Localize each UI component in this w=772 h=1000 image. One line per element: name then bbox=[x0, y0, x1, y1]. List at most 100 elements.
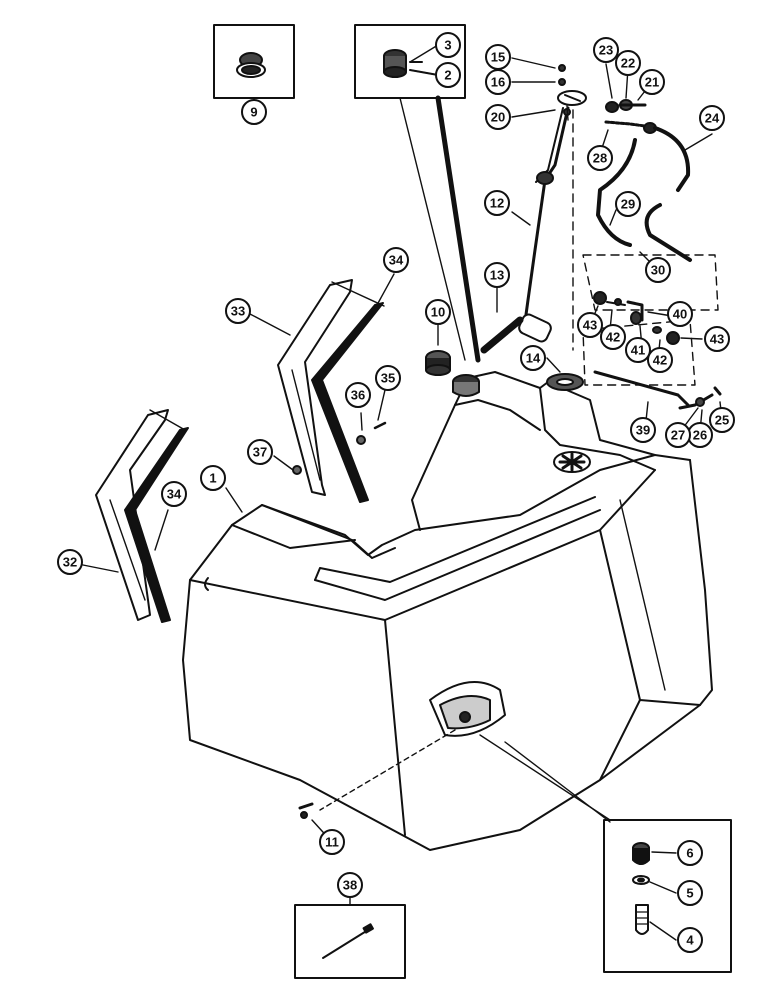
callout-circle bbox=[593, 37, 619, 63]
callout-number: 41 bbox=[631, 343, 645, 358]
callout-number: 29 bbox=[621, 197, 635, 212]
sender-float-arm-icon bbox=[480, 316, 524, 354]
fuel-sender-icon bbox=[518, 90, 587, 343]
callout-number: 25 bbox=[715, 413, 729, 428]
callout-number: 4 bbox=[686, 933, 694, 948]
callout-number: 35 bbox=[381, 371, 395, 386]
callout-number: 15 bbox=[491, 50, 505, 65]
callout-number: 13 bbox=[490, 268, 504, 283]
callout-number: 33 bbox=[231, 304, 245, 319]
callout-2: 2 bbox=[435, 62, 461, 88]
callout-39: 39 bbox=[630, 417, 656, 443]
callout-number: 16 bbox=[491, 75, 505, 90]
callout-5: 5 bbox=[677, 880, 703, 906]
callout-35: 35 bbox=[375, 365, 401, 391]
callout-number: 28 bbox=[593, 151, 607, 166]
callout-circle bbox=[625, 337, 651, 363]
callout-number: 14 bbox=[526, 351, 541, 366]
sender-gasket-icon bbox=[546, 373, 584, 391]
fuel-cap-icon bbox=[452, 374, 480, 397]
callout-number: 42 bbox=[653, 353, 667, 368]
callout-32: 32 bbox=[57, 549, 83, 575]
callout-number: 34 bbox=[167, 487, 182, 502]
cable-tie-icon bbox=[322, 923, 374, 959]
callout-38: 38 bbox=[337, 872, 363, 898]
inset-box-items-2-3 bbox=[354, 24, 466, 99]
callout-circle bbox=[647, 347, 673, 373]
callout-number: 36 bbox=[351, 388, 365, 403]
callout-42: 42 bbox=[647, 347, 673, 373]
callout-circle bbox=[484, 262, 510, 288]
callout-34: 34 bbox=[383, 247, 409, 273]
small-hardware-15-16-icon bbox=[558, 64, 566, 86]
callout-24: 24 bbox=[699, 105, 725, 131]
callout-36: 36 bbox=[345, 382, 371, 408]
callout-23: 23 bbox=[593, 37, 619, 63]
callout-circle bbox=[667, 301, 693, 327]
callout-circle bbox=[665, 422, 691, 448]
callout-circle bbox=[383, 247, 409, 273]
callout-circle bbox=[345, 382, 371, 408]
cap-gasket-icon bbox=[236, 52, 266, 78]
callout-circle bbox=[639, 69, 665, 95]
callout-6: 6 bbox=[677, 840, 703, 866]
callout-circle bbox=[484, 190, 510, 216]
callout-3: 3 bbox=[435, 32, 461, 58]
callout-circle bbox=[709, 407, 735, 433]
callout-29: 29 bbox=[615, 191, 641, 217]
callout-circle bbox=[57, 549, 83, 575]
callout-circle bbox=[520, 345, 546, 371]
callout-43: 43 bbox=[704, 326, 730, 352]
callout-circle bbox=[577, 312, 603, 338]
callout-circle bbox=[699, 105, 725, 131]
callout-circle bbox=[425, 299, 451, 325]
callout-circle bbox=[704, 326, 730, 352]
callout-13: 13 bbox=[484, 262, 510, 288]
callout-number: 5 bbox=[686, 886, 693, 901]
callout-group: 1234569101112131415162021222324252627282… bbox=[57, 32, 735, 953]
callout-circle bbox=[630, 417, 656, 443]
callout-27: 27 bbox=[665, 422, 691, 448]
callout-circle bbox=[435, 62, 461, 88]
callout-circle bbox=[247, 439, 273, 465]
callout-circle bbox=[600, 324, 626, 350]
callout-22: 22 bbox=[615, 50, 641, 76]
callout-number: 26 bbox=[693, 428, 707, 443]
callout-number: 10 bbox=[431, 305, 445, 320]
callout-number: 43 bbox=[583, 318, 597, 333]
callout-circle bbox=[375, 365, 401, 391]
callout-circle bbox=[615, 50, 641, 76]
callout-30: 30 bbox=[645, 257, 671, 283]
callout-number: 34 bbox=[389, 253, 404, 268]
callout-number: 11 bbox=[325, 835, 339, 850]
callout-circle bbox=[645, 257, 671, 283]
callout-number: 42 bbox=[606, 330, 620, 345]
callout-number: 6 bbox=[686, 846, 693, 861]
inset-box-item-38 bbox=[294, 904, 406, 979]
callout-26: 26 bbox=[687, 422, 713, 448]
callout-number: 3 bbox=[444, 38, 451, 53]
callout-number: 40 bbox=[673, 307, 687, 322]
strap-pad-34-icon bbox=[124, 302, 384, 623]
callout-number: 1 bbox=[209, 471, 216, 486]
fuel-lines-icon bbox=[572, 99, 722, 410]
fuel-tank-icon bbox=[182, 371, 713, 851]
callout-circle bbox=[161, 481, 187, 507]
callout-34: 34 bbox=[161, 481, 187, 507]
callout-37: 37 bbox=[247, 439, 273, 465]
callout-9: 9 bbox=[241, 99, 267, 125]
callout-circle bbox=[225, 298, 251, 324]
callout-number: 39 bbox=[636, 423, 650, 438]
callout-16: 16 bbox=[485, 69, 511, 95]
callout-circle bbox=[337, 872, 363, 898]
callout-number: 21 bbox=[645, 75, 659, 90]
callout-circle bbox=[319, 829, 345, 855]
sender-opening-icon bbox=[553, 451, 591, 473]
callout-circle bbox=[485, 69, 511, 95]
callout-number: 30 bbox=[651, 263, 665, 278]
callout-number: 24 bbox=[705, 111, 720, 126]
drain-fitting-icon bbox=[632, 842, 650, 935]
filler-neck-icon bbox=[383, 49, 407, 78]
callout-circle bbox=[587, 145, 613, 171]
callout-1: 1 bbox=[200, 465, 226, 491]
